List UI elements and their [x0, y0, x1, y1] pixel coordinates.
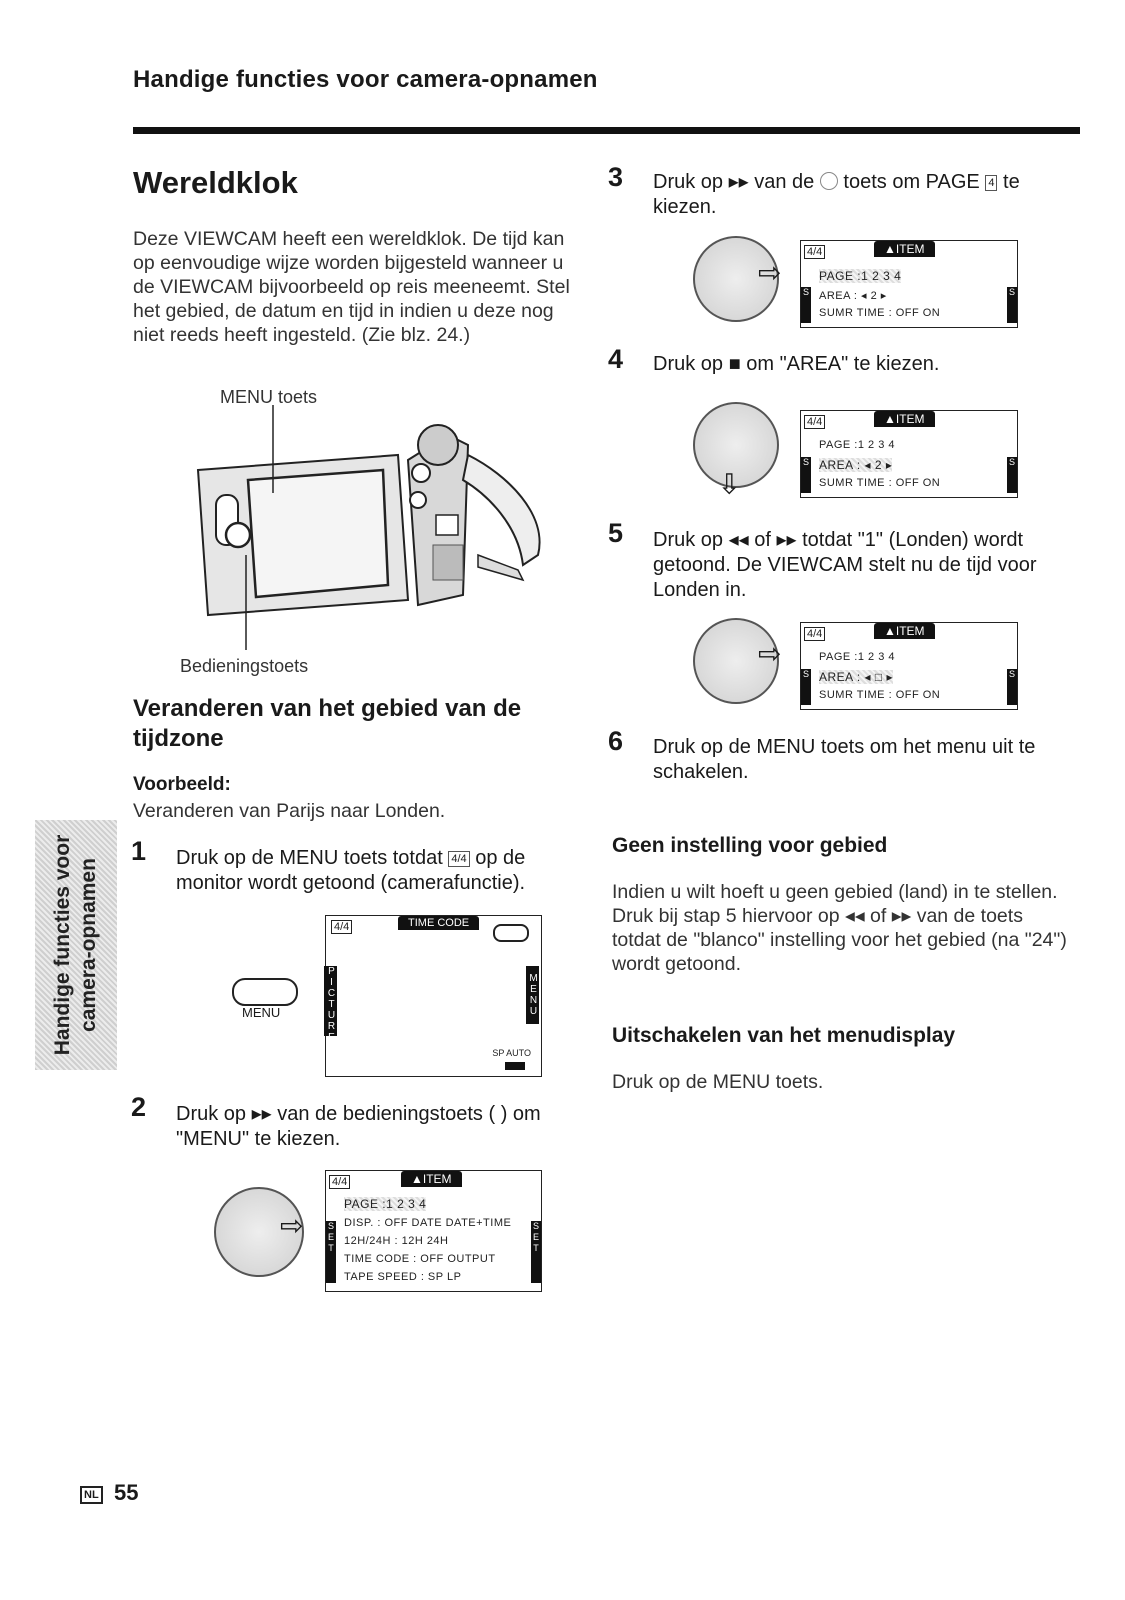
step-number: 4	[608, 344, 624, 374]
set-tab-left: S	[801, 287, 811, 323]
page-indicator: 4/4	[804, 627, 826, 641]
control-dial-icon	[214, 1187, 304, 1277]
page-indicator: 4/4	[804, 415, 826, 429]
menu-row-area: AREA : ◂ 2 ▸	[819, 290, 887, 302]
step-number: 1	[131, 836, 147, 866]
tape-icon	[493, 924, 529, 942]
control-dial-icon	[693, 618, 779, 704]
arrow-right-icon: ⇨	[758, 257, 782, 288]
note-text: Druk op de MENU toets.	[612, 1071, 824, 1093]
camera-illustration	[178, 405, 558, 655]
side-tab-line1: Handige functies voor	[51, 834, 74, 1056]
step-number: 6	[608, 726, 624, 756]
step-3-text-c: te kiezen.	[653, 171, 1020, 218]
menu-row-tapespeed: TAPE SPEED : SP LP	[344, 1271, 462, 1283]
step-6-text: Druk op de MENU toets om het menu uit te…	[653, 736, 1036, 783]
menu-button-label: MENU	[242, 1005, 281, 1020]
note-text: Indien u wilt hoeft u geen gebied (land)…	[612, 881, 1067, 975]
arrow-down-icon: ⇨	[714, 472, 746, 496]
set-tab-right: S	[1007, 287, 1017, 323]
page-header-title: Handige functies voor camera-opnamen	[133, 66, 598, 93]
step-5-text: Druk op ◂◂ of ▸▸ totdat "1" (Londen) wor…	[653, 529, 1037, 601]
page-indicator: 4/4	[331, 920, 353, 934]
picture-side-tab: PICTURE	[324, 966, 337, 1043]
item-tag: ▲ITEM	[874, 623, 935, 639]
step-1-text: Druk op de MENU toets totdat 4/4 op de m…	[176, 846, 576, 896]
menu-row-sumrtime: SUMR TIME : OFF ON	[819, 307, 941, 319]
menu-row-timecode: TIME CODE : OFF OUTPUT	[344, 1253, 496, 1265]
lcd-screen-step2: 4/4 ▲ITEM PAGE :1 2 3 4 DISP. : OFF DATE…	[325, 1170, 542, 1292]
lcd-screen-step4: 4/4 ▲ITEM PAGE :1 2 3 4 AREA : ◂ 2 ▸ SUM…	[800, 410, 1018, 498]
step-3-text-a: Druk op ▸▸ van de	[653, 171, 815, 193]
example-text: Veranderen van Parijs naar Londen.	[133, 800, 446, 822]
page-icon: 4/4	[448, 851, 470, 867]
lcd-screen-step1: 4/4 TIME CODE PICTURE MENU SP AUTO	[324, 915, 542, 1077]
step-3-text: Druk op ▸▸ van de toets om PAGE 4 te kie…	[653, 170, 1053, 220]
subsection-title: Veranderen van het gebied van de tijdzon…	[133, 695, 522, 752]
menu-row-disp: DISP. : OFF DATE DATE+TIME	[344, 1217, 512, 1229]
step-number: 3	[608, 162, 624, 192]
page-indicator: 4/4	[329, 1175, 351, 1189]
header-rule	[133, 127, 1080, 134]
step-4-text: Druk op ■ om "AREA" te kiezen.	[653, 353, 940, 375]
item-tag: ▲ITEM	[874, 411, 935, 427]
note-title: Geen instelling voor gebied	[612, 834, 888, 857]
set-tab-right: S	[1007, 457, 1017, 493]
page-number: 55	[114, 1480, 139, 1505]
menu-row-sumrtime: SUMR TIME : OFF ON	[819, 689, 941, 701]
page-icon: 4	[985, 175, 998, 191]
menu-row-page: PAGE :1 2 3 4	[819, 439, 896, 451]
menu-row-area: AREA : ◂ 2 ▸	[819, 458, 893, 472]
step-number: 2	[131, 1092, 147, 1122]
note-title: Uitschakelen van het menudisplay	[612, 1024, 956, 1047]
language-badge: NL	[80, 1486, 103, 1504]
battery-icon	[505, 1062, 525, 1070]
side-chapter-tab: Handige functies voor camera-opnamen	[35, 820, 117, 1070]
arrow-right-icon: ⇨	[280, 1210, 304, 1241]
menu-side-tab: MENU	[526, 966, 539, 1024]
set-tab-left: S	[801, 669, 811, 705]
menu-row-page: PAGE :1 2 3 4	[344, 1197, 427, 1211]
menu-row-page: PAGE :1 2 3 4	[819, 269, 902, 283]
step-1-text-b: op de monitor wordt getoond (camerafunct…	[176, 847, 526, 894]
section-title: Wereldklok	[133, 165, 298, 200]
control-dial-icon	[693, 236, 779, 322]
menu-row-area: AREA : ◂ □ ▸	[819, 670, 893, 684]
step-1-text-a: Druk op de MENU toets totdat	[176, 847, 443, 869]
status-text: SP AUTO	[492, 1048, 531, 1058]
step-number: 5	[608, 518, 624, 548]
lcd-screen-step5: 4/4 ▲ITEM PAGE :1 2 3 4 AREA : ◂ □ ▸ SUM…	[800, 622, 1018, 710]
menu-row-page: PAGE :1 2 3 4	[819, 651, 896, 663]
control-button-icon	[819, 172, 838, 190]
step-3-text-b: toets om PAGE	[843, 171, 980, 193]
menu-row-sumrtime: SUMR TIME : OFF ON	[819, 477, 941, 489]
menu-key-label: MENU toets	[220, 387, 318, 407]
item-tag: ▲ITEM	[401, 1171, 462, 1187]
page-indicator: 4/4	[804, 245, 826, 259]
time-code-tab: TIME CODE	[398, 916, 480, 930]
set-tab-right: S	[1007, 669, 1017, 705]
set-tab-left: S	[801, 457, 811, 493]
intro-paragraph: Deze VIEWCAM heeft een wereldklok. De ti…	[133, 228, 570, 346]
example-label: Voorbeeld:	[133, 774, 231, 795]
lcd-screen-step3: 4/4 ▲ITEM PAGE :1 2 3 4 AREA : ◂ 2 ▸ SUM…	[800, 240, 1018, 328]
item-tag: ▲ITEM	[874, 241, 935, 257]
control-key-label: Bedieningstoets	[180, 656, 309, 676]
side-tab-line2: camera-opnamen	[77, 858, 100, 1032]
arrow-right-icon: ⇨	[758, 638, 782, 669]
menu-row-12h24h: 12H/24H : 12H 24H	[344, 1235, 449, 1247]
step-2-text: Druk op ▸▸ van de bedieningstoets ( ) om…	[176, 1103, 541, 1150]
control-dial-icon	[693, 402, 779, 488]
menu-button-icon	[232, 978, 298, 1006]
